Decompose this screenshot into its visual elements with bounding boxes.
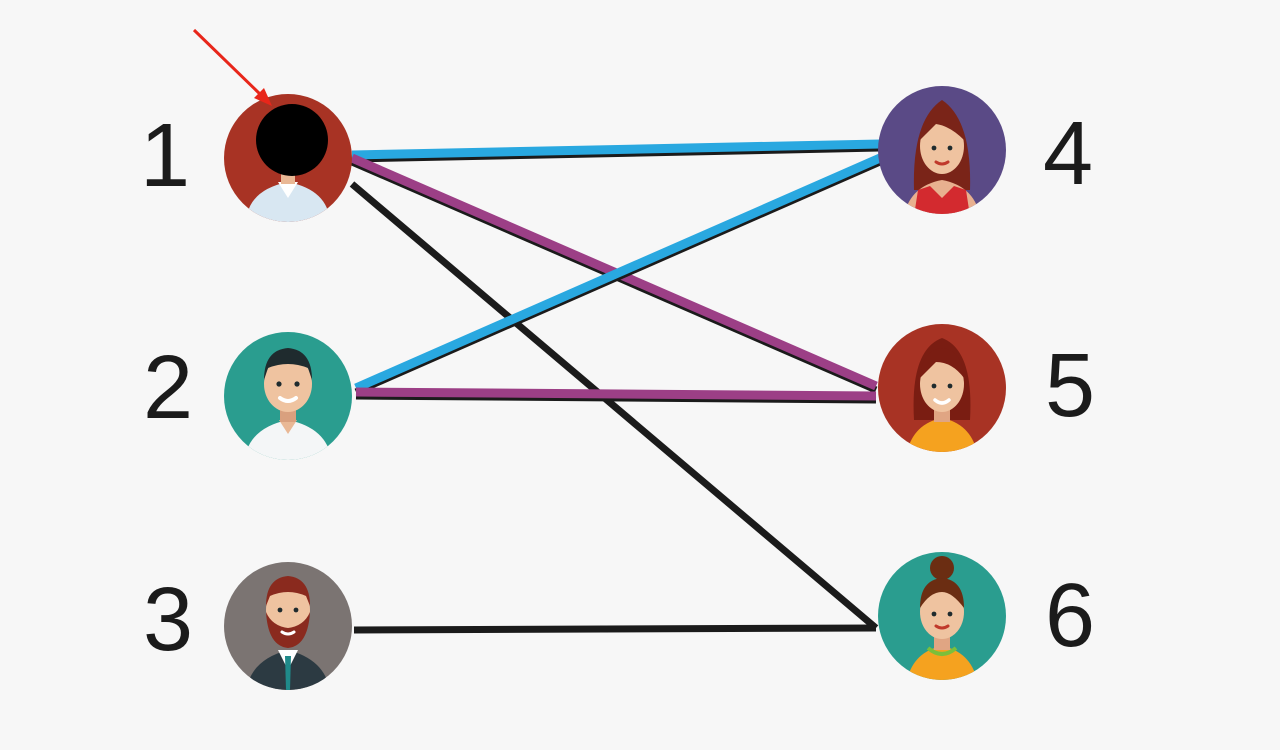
woman-orange-top-icon	[906, 338, 978, 452]
node-4-label: 4	[1043, 104, 1093, 204]
node-1-label: 1	[140, 106, 190, 206]
node-1[interactable]: 1	[140, 94, 352, 222]
edge-2-4-colored	[354, 153, 882, 393]
node-6-label: 6	[1045, 566, 1095, 666]
node-5-label: 5	[1045, 336, 1095, 436]
node-4[interactable]: 4	[878, 86, 1093, 216]
node-5[interactable]: 5	[878, 324, 1095, 456]
node-3-label: 3	[143, 570, 193, 670]
edge-1-6-black	[349, 181, 879, 631]
edge-3-6-black	[353, 624, 877, 634]
edge-1-4-colored	[351, 139, 881, 160]
woman-bun-orange-top-icon	[906, 556, 978, 680]
black-dot-marker	[256, 104, 328, 176]
node-2-label: 2	[143, 338, 193, 438]
bearded-man-suit-icon	[246, 576, 330, 690]
node-2[interactable]: 2	[143, 332, 352, 462]
woman-red-dress-icon	[904, 100, 980, 214]
connection-lines	[349, 139, 882, 634]
edge-2-5-colored	[355, 387, 877, 401]
node-6[interactable]: 6	[878, 552, 1095, 684]
red-arrow-icon	[192, 28, 272, 106]
man-white-shirt-icon	[244, 348, 332, 460]
node-3[interactable]: 3	[143, 562, 352, 692]
